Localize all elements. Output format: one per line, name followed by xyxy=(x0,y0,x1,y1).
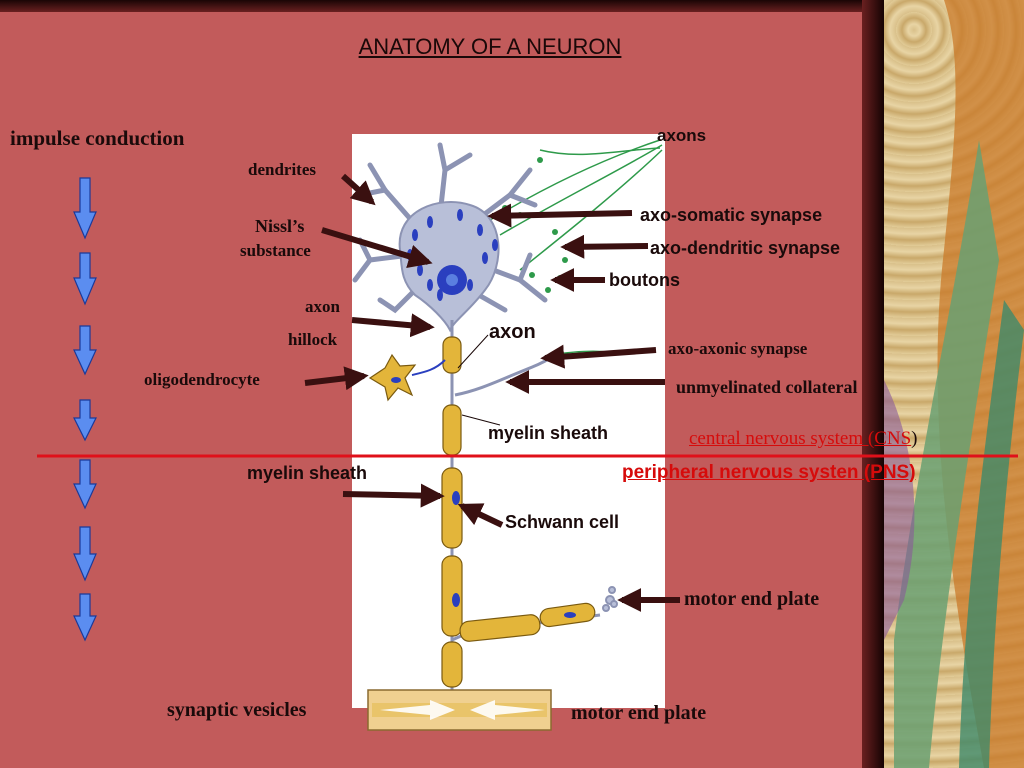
end-plate-terminal xyxy=(602,586,618,612)
synaptic-vesicles-label: synaptic vesicles xyxy=(167,699,307,721)
unmyelinated-collateral-label: unmyelinated collateral xyxy=(676,377,858,397)
down-arrow-icon xyxy=(73,177,97,240)
cns-label-wrap: central nervous system (CNS) xyxy=(689,428,917,450)
impulse-conduction-label: impulse conduction xyxy=(10,126,185,150)
frame-top xyxy=(0,0,880,12)
dendrites-label: dendrites xyxy=(248,160,316,179)
nissl-label-line1: Nissl’s xyxy=(255,216,305,236)
decorative-pattern xyxy=(884,0,1024,768)
axon-hillock-label-line2: hillock xyxy=(288,330,338,349)
schwann-cell-label: Schwann cell xyxy=(505,512,620,532)
axo-axonic-label: axo-axonic synapse xyxy=(668,339,808,358)
down-arrow-icon xyxy=(73,459,97,510)
down-arrow-icon xyxy=(73,399,97,442)
cns-close-paren: ) xyxy=(911,428,918,449)
motor-end-plate-label: motor end plate xyxy=(684,588,820,610)
axons-label: axons xyxy=(657,126,707,145)
nucleolus xyxy=(446,274,458,286)
myelin-cns xyxy=(442,336,462,456)
myelin-sheath-pns-label: myelin sheath xyxy=(247,463,368,483)
down-arrow-icon xyxy=(73,325,97,376)
boutons-label: boutons xyxy=(609,270,680,290)
axo-somatic-label: axo-somatic synapse xyxy=(640,205,823,225)
cns-label: central nervous system (CNS xyxy=(689,428,912,449)
thin-leader-lines xyxy=(457,334,501,426)
down-arrow-icon xyxy=(73,252,97,306)
myelin-sheath-cns-label: myelin sheath xyxy=(488,423,609,443)
pns-label: peripheral nervous systen (PNS) xyxy=(622,462,916,483)
oligodendrocyte-label: oligodendrocyte xyxy=(144,370,260,389)
page-title: ANATOMY OF A NEURON xyxy=(358,34,622,59)
axon-label: axon xyxy=(489,321,536,343)
down-arrow-icon xyxy=(73,526,97,582)
axo-dendritic-label: axo-dendritic synapse xyxy=(650,238,841,258)
pointer-arrow-icon xyxy=(304,173,680,612)
motor-end-plate-label-2: motor end plate xyxy=(571,702,707,724)
schwann-nuclei xyxy=(452,491,576,618)
frame-right xyxy=(862,0,884,768)
down-arrow-icon xyxy=(73,593,97,642)
axon-hillock-label-line1: axon xyxy=(305,297,340,316)
decorative-panel xyxy=(884,0,1024,768)
oligodendrocyte-cell xyxy=(368,353,417,402)
nissl-label-line2: substance xyxy=(240,241,311,260)
